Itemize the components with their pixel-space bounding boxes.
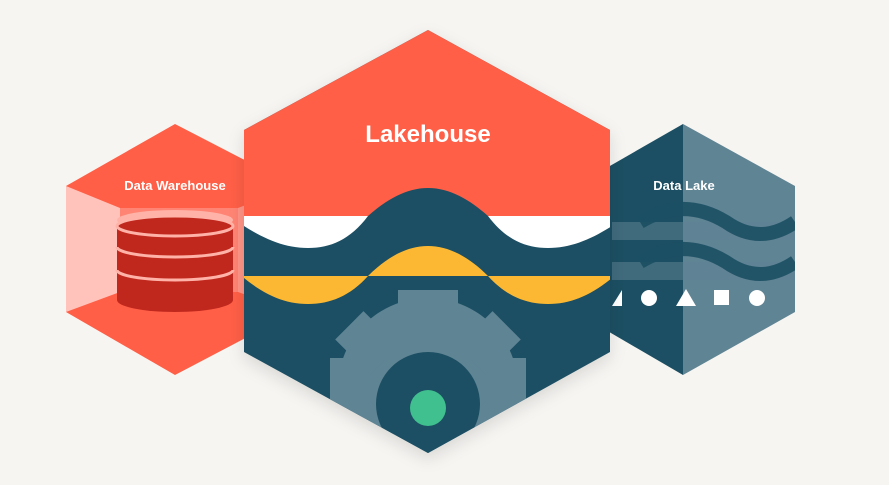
lakehouse-label: Lakehouse [365, 121, 490, 148]
data-lake-shapes [612, 289, 765, 306]
database-icon [115, 210, 235, 312]
gear-icon [330, 290, 526, 453]
circle-icon [749, 290, 765, 306]
circle-icon [641, 290, 657, 306]
data-lake-label: Data Lake [653, 178, 714, 193]
lake-waves [612, 202, 795, 281]
gear-center-dot [410, 390, 446, 426]
data-warehouse-label: Data Warehouse [124, 178, 225, 193]
triangle-icon [612, 290, 622, 306]
lakehouse-hexagon: Lakehouse [244, 30, 610, 453]
triangle-icon [676, 289, 696, 306]
square-icon [714, 290, 729, 305]
